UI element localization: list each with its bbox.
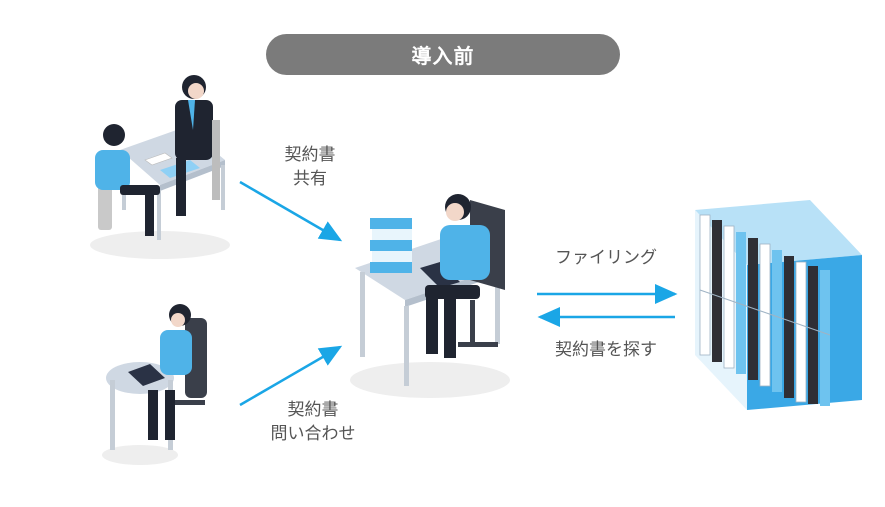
inquiry-label-line2: 問い合わせ: [270, 424, 356, 444]
inquiry-label: 契約書 問い合わせ: [258, 398, 368, 446]
filing-label: ファイリング: [555, 248, 657, 268]
inquiry-label-line1: 契約書: [287, 400, 339, 420]
meeting-scene-icon: [90, 75, 230, 259]
share-label: 契約書 共有: [270, 143, 350, 191]
office-worker-icon: [350, 194, 510, 398]
inquiry-arrow: [239, 345, 343, 407]
share-label-line1: 契約書: [284, 145, 336, 165]
page-title: 導入前: [266, 34, 620, 75]
share-label-line2: 共有: [293, 169, 327, 189]
remote-worker-icon: [102, 304, 207, 465]
share-arrow: [239, 180, 343, 242]
file-cabinet-icon: [695, 200, 862, 410]
search-label: 契約書を探す: [555, 340, 657, 360]
